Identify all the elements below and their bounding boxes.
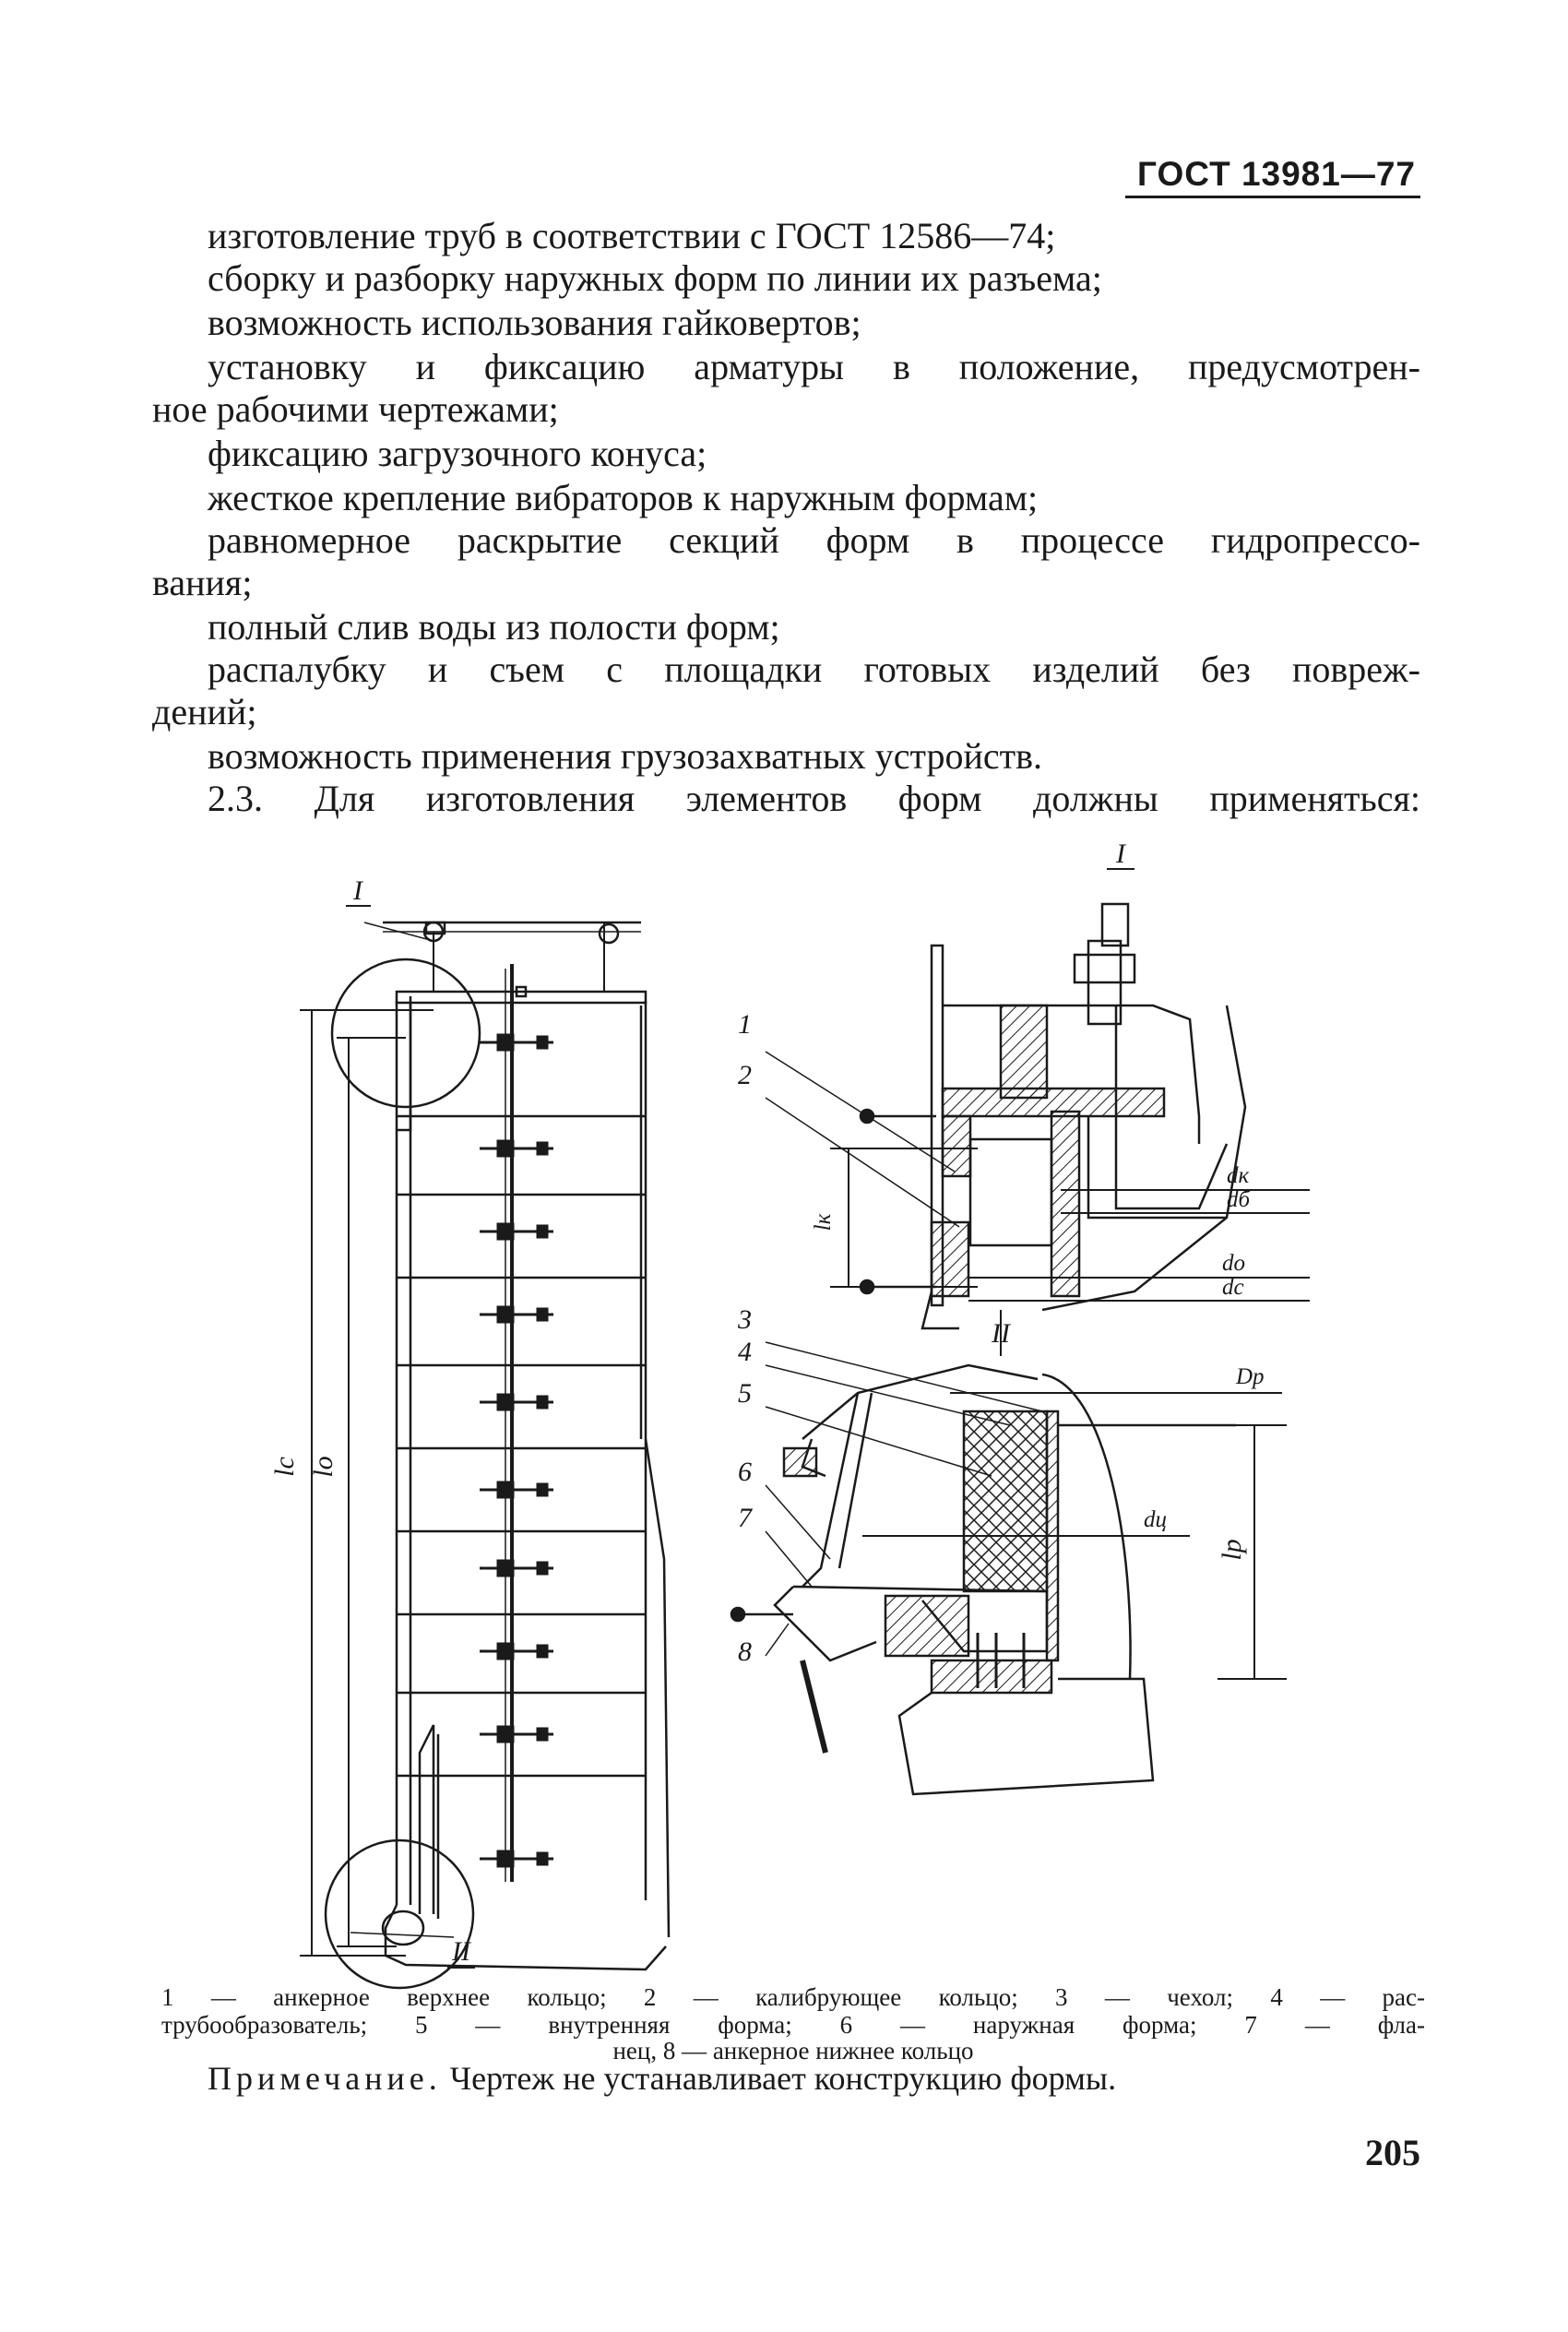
note-label: Примечание.	[208, 2060, 442, 2097]
label-dp: Dр	[1235, 1364, 1265, 1389]
header-rule	[1125, 196, 1420, 198]
caption-line-1: 1 — анкерное верхнее кольцо; 2 — калибру…	[161, 1983, 1425, 2011]
mold-rings	[397, 1114, 646, 1778]
label-do: dо	[1222, 1251, 1245, 1276]
label-db: dб	[1227, 1187, 1252, 1212]
label-detail-ii-right: II	[991, 1318, 1012, 1349]
figure-note: Примечание. Чертеж не устанавливает конс…	[208, 2059, 1116, 2098]
body-line-6: фиксацию загрузочного конуса;	[208, 433, 707, 474]
label-detail-ii-left: II	[451, 1936, 472, 1967]
body-line-7: жесткое крепление вибраторов к наружным …	[208, 477, 1039, 518]
mold-elevation	[381, 921, 671, 1971]
caption-line-2: трубообразователь; 5 — внутренняя форма;…	[161, 2011, 1425, 2039]
detail-circles	[324, 922, 481, 1990]
callout-1: 1	[738, 1009, 752, 1040]
callout-3: 3	[737, 1304, 752, 1335]
label-lo: lо	[308, 1456, 339, 1477]
callout-6: 6	[738, 1457, 752, 1487]
callout-4: 4	[738, 1337, 752, 1367]
body-line-3: возможность использования гайковертов;	[208, 302, 861, 343]
body-line-12: дений;	[152, 691, 257, 732]
body-line-1: изготовление труб в соответствии с ГОСТ …	[208, 215, 1056, 256]
elevation-dimensions	[300, 1009, 434, 1957]
body-line-14: 2.3. Для изготовления элементов форм дол…	[208, 778, 1420, 819]
page-number: 205	[1365, 2132, 1420, 2173]
callout-5: 5	[738, 1378, 752, 1409]
label-du: dц	[1144, 1507, 1167, 1532]
label-dk: dк	[1227, 1163, 1250, 1188]
label-detail-i-right: I	[1115, 839, 1127, 869]
body-line-9: вания;	[152, 562, 253, 603]
callout-7: 7	[738, 1503, 754, 1533]
label-detail-i-left: I	[352, 875, 364, 906]
detail-i	[765, 902, 1310, 1356]
label-lp: lр	[1217, 1539, 1247, 1560]
body-line-11: распалубку и съем с площадки готовых изд…	[208, 648, 1420, 690]
label-lk: lк	[811, 1213, 836, 1231]
note-text: Чертеж не устанавливает конструкцию форм…	[441, 2060, 1117, 2097]
standard-header: ГОСТ 13981—77	[1137, 155, 1416, 193]
label-lc: lс	[269, 1457, 300, 1477]
body-line-2: сборку и разборку наружных форм по линии…	[208, 257, 1102, 299]
vibrator-bolts	[480, 1033, 553, 1868]
callout-8: 8	[738, 1636, 752, 1667]
label-dc: dс	[1222, 1275, 1244, 1300]
caption-line-3: нец, 8 — анкерное нижнее кольцо	[612, 2037, 974, 2064]
body-line-5: ное рабочими чертежами;	[152, 388, 559, 430]
body-line-10: полный слив воды из полости форм;	[208, 606, 780, 648]
callout-2: 2	[738, 1060, 752, 1090]
detail-ii	[730, 1341, 1287, 1796]
body-line-8: равномерное раскрытие секций форм в проц…	[208, 519, 1420, 561]
body-line-13: возможность применения грузозахватных ус…	[208, 735, 1043, 777]
body-line-4: установку и фиксацию арматуры в положени…	[208, 346, 1420, 387]
